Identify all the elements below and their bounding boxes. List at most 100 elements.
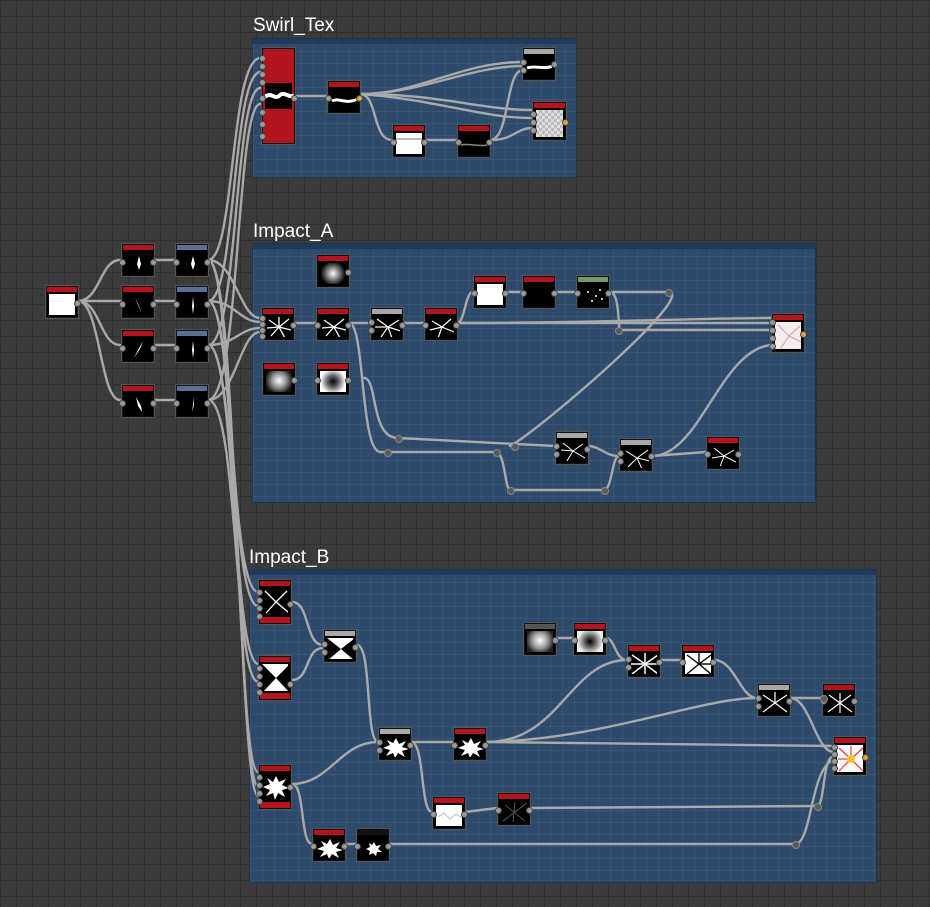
output-port[interactable] xyxy=(204,345,211,352)
output-port[interactable] xyxy=(287,601,294,608)
output-port[interactable] xyxy=(356,95,363,102)
input-port[interactable] xyxy=(325,95,332,102)
burst-blend-node[interactable] xyxy=(256,656,294,700)
wire-anchor[interactable] xyxy=(384,449,392,457)
splash-small-node[interactable] xyxy=(354,829,392,861)
output-port[interactable] xyxy=(204,301,211,308)
output-port[interactable] xyxy=(150,259,157,266)
warp-node[interactable] xyxy=(520,48,558,80)
crack-node[interactable] xyxy=(430,797,468,829)
input-port[interactable] xyxy=(617,458,624,465)
input-port[interactable] xyxy=(321,641,328,648)
input-port[interactable] xyxy=(430,811,437,818)
output-port[interactable] xyxy=(453,322,460,329)
input-port[interactable] xyxy=(256,597,263,604)
transform-node[interactable] xyxy=(173,286,211,318)
output-port[interactable] xyxy=(461,811,468,818)
input-port[interactable] xyxy=(574,290,581,297)
output-port[interactable] xyxy=(552,637,559,644)
input-port[interactable] xyxy=(831,765,838,772)
input-port[interactable] xyxy=(259,63,266,70)
splash-node[interactable] xyxy=(256,765,294,809)
input-port[interactable] xyxy=(259,71,266,78)
wire-anchor[interactable] xyxy=(814,803,822,811)
wire-anchor[interactable] xyxy=(511,443,519,451)
input-port[interactable] xyxy=(520,67,527,74)
output-port[interactable] xyxy=(341,843,348,850)
input-port[interactable] xyxy=(256,798,263,805)
wire-anchor[interactable] xyxy=(820,695,828,703)
input-port[interactable] xyxy=(321,649,328,656)
output-port[interactable] xyxy=(551,290,558,297)
transform-node[interactable] xyxy=(173,330,211,362)
input-port[interactable] xyxy=(769,335,776,342)
input-port[interactable] xyxy=(831,758,838,765)
output-port[interactable] xyxy=(786,698,793,705)
output-port[interactable] xyxy=(648,453,655,460)
input-port[interactable] xyxy=(259,133,266,140)
input-port[interactable] xyxy=(173,259,180,266)
sparkle-node[interactable] xyxy=(574,276,612,308)
output-port[interactable] xyxy=(204,259,211,266)
sphere-gradient-node[interactable] xyxy=(263,363,298,395)
input-port[interactable] xyxy=(354,843,361,850)
input-node[interactable] xyxy=(46,286,81,318)
output-port[interactable] xyxy=(656,659,663,666)
input-port[interactable] xyxy=(314,377,321,384)
input-port[interactable] xyxy=(259,109,266,116)
burst-node[interactable] xyxy=(422,308,460,340)
input-port[interactable] xyxy=(451,742,458,749)
splash-blend-node[interactable] xyxy=(376,728,414,760)
input-port[interactable] xyxy=(625,664,632,671)
input-port[interactable] xyxy=(256,790,263,797)
output-port[interactable] xyxy=(800,331,807,338)
input-port[interactable] xyxy=(259,95,266,102)
input-port[interactable] xyxy=(769,319,776,326)
burst-node[interactable] xyxy=(259,308,297,340)
burst-node[interactable] xyxy=(704,437,742,469)
wire-anchor[interactable] xyxy=(601,487,609,495)
output-port[interactable] xyxy=(352,644,359,651)
input-port[interactable] xyxy=(259,333,266,340)
burst-node[interactable] xyxy=(820,684,858,716)
white-fill-node[interactable] xyxy=(471,276,509,308)
output-port[interactable] xyxy=(399,322,406,329)
radial-gradient-node[interactable] xyxy=(317,255,352,287)
shape-node[interactable] xyxy=(119,286,157,318)
output-port[interactable] xyxy=(74,300,81,307)
output-port[interactable] xyxy=(862,754,869,761)
input-port[interactable] xyxy=(256,673,263,680)
input-port[interactable] xyxy=(256,782,263,789)
wire-anchor[interactable] xyxy=(615,327,623,335)
input-port[interactable] xyxy=(617,450,624,457)
wire-anchor[interactable] xyxy=(665,289,673,297)
inverted-gradient-node[interactable] xyxy=(571,623,609,655)
input-port[interactable] xyxy=(119,400,126,407)
input-port[interactable] xyxy=(368,327,375,334)
shape-node[interactable] xyxy=(119,385,157,417)
output-port[interactable] xyxy=(287,784,294,791)
splash-node[interactable] xyxy=(310,829,348,861)
burst-blend-node[interactable] xyxy=(256,580,294,624)
wire-anchor[interactable] xyxy=(792,841,800,849)
input-port[interactable] xyxy=(256,681,263,688)
output-port[interactable] xyxy=(605,290,612,297)
output-port[interactable] xyxy=(290,322,297,329)
output-port[interactable] xyxy=(291,377,298,384)
input-port[interactable] xyxy=(755,695,762,702)
output-port[interactable] xyxy=(345,377,352,384)
burst-blend-node[interactable] xyxy=(321,630,359,662)
output-port[interactable] xyxy=(150,400,157,407)
dark-fill-node[interactable] xyxy=(520,276,558,308)
input-port[interactable] xyxy=(704,451,711,458)
output-port[interactable] xyxy=(710,659,717,666)
burst-blend-node[interactable] xyxy=(368,308,406,340)
wire-anchor[interactable] xyxy=(507,487,515,495)
input-port[interactable] xyxy=(256,613,263,620)
input-port[interactable] xyxy=(769,343,776,350)
input-port[interactable] xyxy=(553,451,560,458)
output-port[interactable] xyxy=(735,451,742,458)
output-port[interactable] xyxy=(502,290,509,297)
output-port[interactable] xyxy=(150,301,157,308)
input-port[interactable] xyxy=(530,119,537,126)
